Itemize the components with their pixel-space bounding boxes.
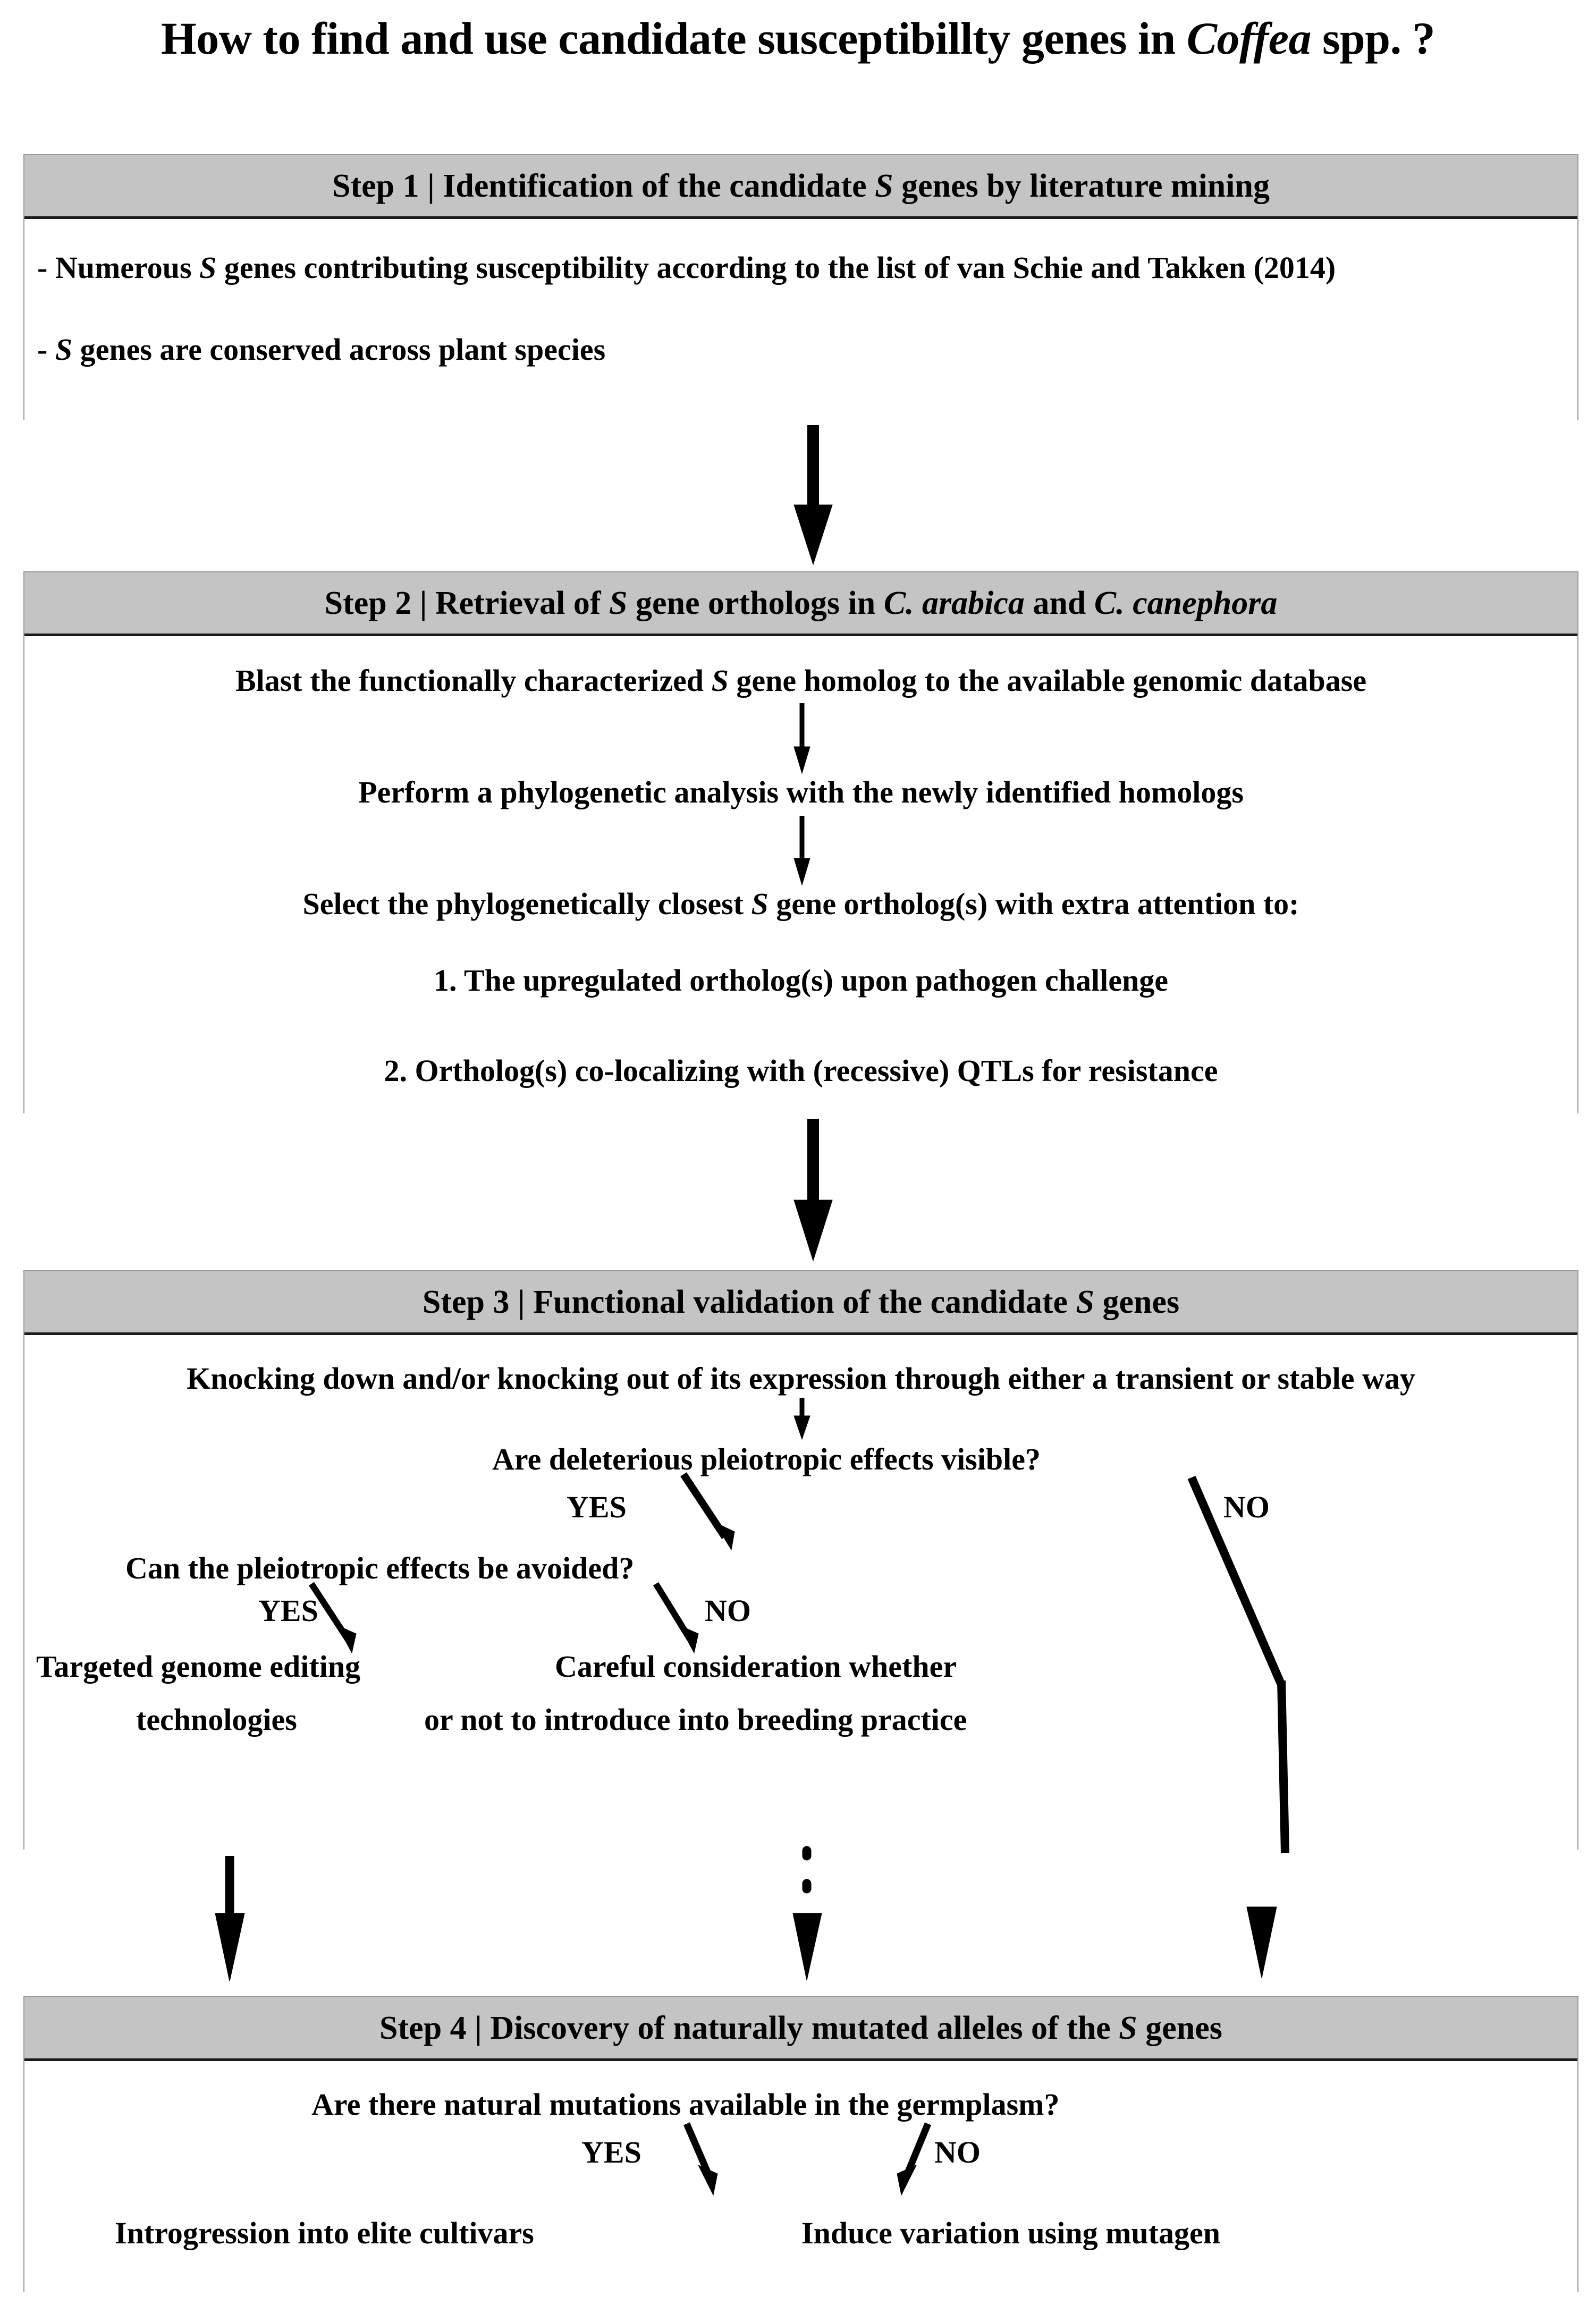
step-3-q1-no-text: NO xyxy=(1223,1490,1270,1525)
step-2-line-blast-prefix: Blast the functionally characterized xyxy=(235,663,712,698)
step-2-header-mid2: and xyxy=(1024,585,1094,621)
step-1-header-suffix: genes by literature mining xyxy=(893,168,1270,204)
step-2-line-blast-italic: S xyxy=(711,663,729,698)
step-2-line-select: Select the phylogenetically closest S ge… xyxy=(24,886,1577,922)
step-2-line-blast-suffix: gene homolog to the available genomic da… xyxy=(728,663,1367,698)
step-3-outcome-left-text-2: technologies xyxy=(136,1702,297,1737)
step-3-q1-no-label: NO xyxy=(1223,1489,1270,1525)
page-title-prefix: How to find and use candidate susceptibi… xyxy=(161,13,1187,64)
page-title-suffix: spp. ? xyxy=(1311,13,1435,64)
step-2-line-select-italic: S xyxy=(751,886,769,922)
step-3-question-1-text: Are deleterious pleiotropic effects visi… xyxy=(492,1442,1041,1477)
step-3-outcome-right-text-2: or not to introduce into breeding practi… xyxy=(424,1702,967,1737)
step-2-line-criterion-1: 1. The upregulated ortholog(s) upon path… xyxy=(24,962,1577,998)
step-3-q1-yes-text: YES xyxy=(567,1490,627,1525)
step-3-outcome-right-text-1: Careful consideration whether xyxy=(555,1649,957,1684)
step-4-box: Step 4 | Discovery of naturally mutated … xyxy=(23,1996,1578,2296)
step-2-box: Step 2 | Retrieval of S gene orthologs i… xyxy=(23,571,1578,1118)
step-3-header: Step 3 | Functional validation of the ca… xyxy=(24,1271,1577,1336)
step-2-body: Blast the functionally characterized S g… xyxy=(24,636,1577,1118)
step-3-q2-no-label: NO xyxy=(705,1593,751,1628)
step-3-outcome-left-line-2: technologies xyxy=(136,1702,297,1737)
step-2-header-mid: gene orthologs in xyxy=(627,585,884,621)
step-4-body: Are there natural mutations available in… xyxy=(24,2061,1577,2296)
step-1-body: - Numerous S genes contributing suscepti… xyxy=(24,219,1577,424)
step-4-question: Are there natural mutations available in… xyxy=(311,2087,1060,2122)
step-4-question-text: Are there natural mutations available in… xyxy=(311,2087,1060,2122)
step-2-line-phylo: Perform a phylogenetic analysis with the… xyxy=(24,774,1577,810)
step-3-inner-arrows xyxy=(308,1398,1289,1854)
step-2-header-arabica: C. arabica xyxy=(883,585,1025,621)
step-1-bullet-1-prefix: - Numerous xyxy=(37,250,200,285)
arrow-step3-no-branch-head xyxy=(1246,1906,1277,1979)
step-2-line-blast: Blast the functionally characterized S g… xyxy=(24,663,1577,698)
step-2-line-criterion-2: 2. Ortholog(s) co-localizing with (reces… xyxy=(24,1053,1577,1088)
step-1-header: Step 1 | Identification of the candidate… xyxy=(24,155,1577,219)
step-4-outcome-right: Induce variation using mutagen xyxy=(801,2215,1220,2251)
step-3-q2-yes-label: YES xyxy=(258,1593,318,1628)
step-2-inner-arrows xyxy=(793,703,810,886)
step-2-criterion-1-text: 1. The upregulated ortholog(s) upon path… xyxy=(434,963,1168,998)
step-4-header: Step 4 | Discovery of naturally mutated … xyxy=(24,1997,1577,2062)
step-3-header-s-gene: S xyxy=(1076,1284,1094,1320)
step-2-line-select-suffix: gene ortholog(s) with extra attention to… xyxy=(768,886,1299,922)
step-4-outcome-left: Introgression into elite cultivars xyxy=(115,2215,534,2251)
step-4-outcome-left-text: Introgression into elite cultivars xyxy=(115,2216,534,2251)
step-1-bullet-2-suffix: genes are conserved across plant species xyxy=(72,332,606,367)
step-3-question-2: Can the pleiotropic effects be avoided? xyxy=(125,1550,634,1586)
step-1-header-prefix: Step 1 | Identification of the candidate xyxy=(332,168,875,204)
step-4-yes-text: YES xyxy=(581,2135,641,2170)
step-3-q2-no-text: NO xyxy=(705,1593,751,1628)
step-2-criterion-2-text: 2. Ortholog(s) co-localizing with (reces… xyxy=(384,1053,1218,1088)
step-4-header-s-gene: S xyxy=(1119,2010,1137,2046)
step-2-line-select-prefix: Select the phylogenetically closest xyxy=(302,886,751,922)
step-3-outcome-right-line-1: Careful consideration whether xyxy=(555,1649,957,1684)
step-3-outcome-left-line-1: Targeted genome editing xyxy=(36,1649,360,1684)
page-title: How to find and use candidate susceptibi… xyxy=(0,12,1596,65)
step-1-header-s-gene: S xyxy=(875,168,893,204)
step-3-q1-yes-label: YES xyxy=(567,1489,627,1525)
step-1-bullet-2-italic: S xyxy=(55,332,73,367)
step-3-header-suffix: genes xyxy=(1094,1284,1180,1320)
step-4-header-prefix: Step 4 | Discovery of naturally mutated … xyxy=(379,2010,1119,2046)
step-2-header-prefix: Step 2 | Retrieval of xyxy=(324,585,609,621)
step-1-bullet-1-suffix: genes contributing susceptibility accord… xyxy=(216,250,1336,285)
arrow-step2-step3-head xyxy=(793,1200,833,1262)
step-1-box: Step 1 | Identification of the candidate… xyxy=(23,154,1578,424)
step-1-bullet-1: - Numerous S genes contributing suscepti… xyxy=(37,250,1336,285)
step-4-outcome-right-text: Induce variation using mutagen xyxy=(801,2216,1220,2251)
step-1-bullet-1-italic: S xyxy=(199,250,217,285)
step-4-yes-label: YES xyxy=(581,2134,641,2170)
step-3-outcome-left-text-1: Targeted genome editing xyxy=(36,1649,361,1684)
arrow-step1-step2-head xyxy=(793,504,833,565)
step-3-question-1: Are deleterious pleiotropic effects visi… xyxy=(492,1441,1041,1477)
arrow-step3-step4-left-head xyxy=(215,1913,245,1982)
page-title-genus: Coffea xyxy=(1186,13,1312,64)
step-4-no-label: NO xyxy=(934,2134,981,2170)
step-1-bullet-2: - S genes are conserved across plant spe… xyxy=(37,332,605,367)
step-3-question-2-text: Can the pleiotropic effects be avoided? xyxy=(125,1551,635,1586)
step-2-header-s-gene: S xyxy=(609,585,628,621)
step-1-bullet-2-prefix: - xyxy=(37,332,55,367)
step-3-intro-line: Knocking down and/or knocking out of its… xyxy=(24,1361,1577,1396)
step-3-box: Step 3 | Functional validation of the ca… xyxy=(23,1270,1578,1854)
step-3-outcome-right-line-2: or not to introduce into breeding practi… xyxy=(424,1702,967,1737)
arrow-step3-step4-dotted-head xyxy=(792,1913,822,1981)
step-3-header-prefix: Step 3 | Functional validation of the ca… xyxy=(422,1284,1076,1320)
step-3-body: Knocking down and/or knocking out of its… xyxy=(24,1335,1577,1854)
step-4-no-text: NO xyxy=(934,2135,981,2170)
step-2-header: Step 2 | Retrieval of S gene orthologs i… xyxy=(24,572,1577,637)
step-4-header-suffix: genes xyxy=(1137,2010,1222,2046)
step-2-line-phylo-text: Perform a phylogenetic analysis with the… xyxy=(358,775,1244,810)
step-3-intro-text: Knocking down and/or knocking out of its… xyxy=(187,1361,1415,1396)
step-3-q2-yes-text: YES xyxy=(258,1593,318,1628)
step-2-header-canephora: C. canephora xyxy=(1094,585,1278,621)
